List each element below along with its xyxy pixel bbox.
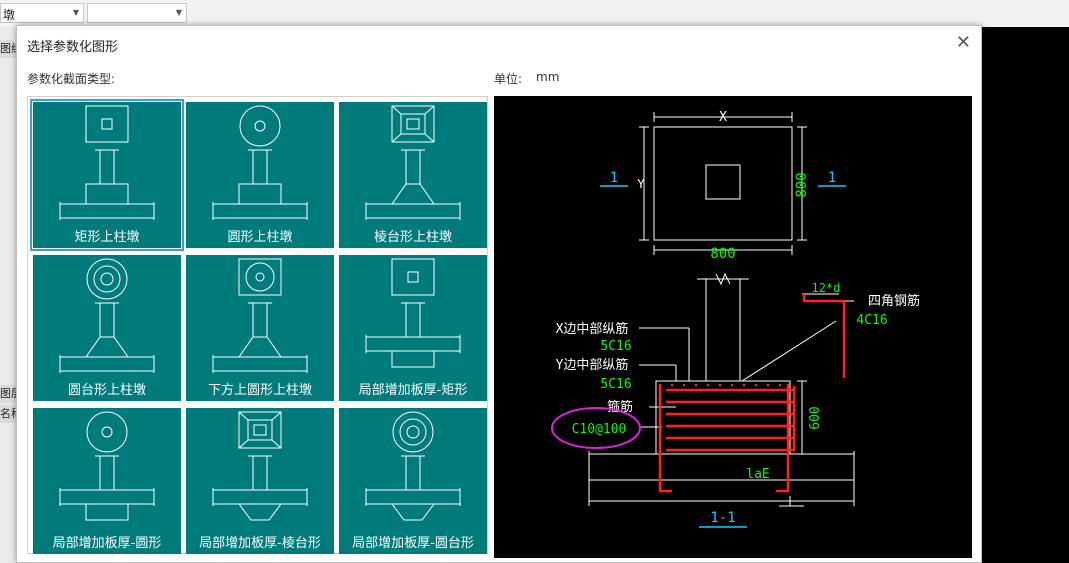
dim-x-text: X bbox=[719, 110, 727, 125]
shape-card-6[interactable]: 局部增加板厚-矩形 bbox=[339, 255, 487, 401]
drawing-canvas[interactable] bbox=[982, 27, 1069, 563]
y-rebar-value: 5C16 bbox=[600, 377, 631, 392]
floor-combo-value: 墩 bbox=[3, 8, 16, 22]
shape-thumbnail bbox=[59, 411, 155, 521]
shape-card-8[interactable]: 局部增加板厚-棱台形 bbox=[186, 408, 334, 554]
section-type-label: 参数化截面类型: bbox=[27, 72, 116, 86]
shape-thumbnail bbox=[212, 411, 308, 521]
shape-card-1[interactable]: 矩形上柱墩 bbox=[30, 99, 184, 251]
preview-svg: X 800 Y 800 1 1 bbox=[551, 110, 920, 528]
floor-combo[interactable]: 墩 ▼ bbox=[0, 3, 84, 23]
section-view bbox=[588, 272, 855, 507]
shape-card-2[interactable]: 圆形上柱墩 bbox=[186, 102, 334, 248]
shape-thumbnail bbox=[365, 258, 461, 368]
preview-drawing: X 800 Y 800 1 1 bbox=[494, 96, 972, 558]
shape-card-label: 棱台形上柱墩 bbox=[373, 230, 452, 245]
rebar-right bbox=[776, 384, 790, 493]
close-icon[interactable]: ✕ bbox=[955, 32, 971, 53]
param-shape-dialog: 选择参数化图形 ✕ 参数化截面类型: 单位: mm 矩形上柱墩 圆形上柱墩 棱台形上… bbox=[16, 25, 982, 563]
toolbar-right bbox=[982, 0, 1069, 27]
lap-value: 12*d bbox=[812, 281, 841, 295]
y-rebar-label: Y边中部纵筋 bbox=[556, 357, 629, 373]
shape-thumbnail bbox=[59, 105, 155, 220]
corner-rebar bbox=[802, 294, 846, 378]
shape-card-label: 局部增加板厚-圆台形 bbox=[352, 536, 474, 551]
section-mark-right: 1 bbox=[828, 170, 836, 186]
dim-y-text: Y bbox=[637, 177, 645, 191]
shape-card-3[interactable]: 棱台形上柱墩 bbox=[339, 102, 487, 248]
shape-thumbnail bbox=[212, 258, 308, 373]
shape-card-4[interactable]: 圆台形上柱墩 bbox=[33, 255, 181, 401]
unit-label: 单位: bbox=[494, 72, 523, 86]
left-panel bbox=[0, 27, 16, 563]
corner-rebar-value: 4C16 bbox=[856, 313, 887, 328]
lae-label: laE bbox=[746, 467, 769, 482]
shape-card-label: 矩形上柱墩 bbox=[74, 230, 140, 245]
shape-card-label: 圆形上柱墩 bbox=[227, 230, 293, 245]
shape-thumbnail bbox=[212, 105, 308, 220]
stirrup-value: C10@100 bbox=[572, 422, 627, 437]
stirrup-highlight bbox=[551, 407, 641, 449]
shape-thumbnail bbox=[59, 258, 155, 373]
shape-card-label: 局部增加板厚-棱台形 bbox=[199, 536, 321, 551]
rebar-left bbox=[658, 384, 672, 493]
x-rebar-value: 5C16 bbox=[600, 339, 631, 354]
plan-view bbox=[639, 112, 807, 255]
x-rebar-label: X边中部纵筋 bbox=[556, 321, 629, 337]
shape-card-label: 局部增加板厚-矩形 bbox=[358, 383, 468, 398]
corner-rebar-label: 四角钢筋 bbox=[868, 293, 920, 309]
plan-outline bbox=[653, 126, 793, 241]
section-title: 1-1 bbox=[710, 510, 735, 526]
shape-card-5[interactable]: 下方上圆形上柱墩 bbox=[186, 255, 334, 401]
unit-value: mm bbox=[536, 70, 560, 84]
shape-card-7[interactable]: 局部增加板厚-圆形 bbox=[33, 408, 181, 554]
plan-column bbox=[705, 164, 741, 200]
height-dim-text: 600 bbox=[808, 406, 823, 429]
shape-card-label: 下方上圆形上柱墩 bbox=[207, 383, 312, 398]
dim-depth-text: 800 bbox=[794, 172, 810, 197]
pier-outline bbox=[655, 380, 791, 455]
sidebar-fragment-name[interactable]: 名称 bbox=[0, 405, 16, 423]
dialog-title: 选择参数化图形 bbox=[27, 40, 119, 55]
dim-width-text: 800 bbox=[710, 246, 735, 262]
section-mark-left: 1 bbox=[610, 170, 618, 186]
shape-thumbnail bbox=[365, 411, 461, 521]
stirrup-label: 箍筋 bbox=[607, 399, 633, 415]
shape-card-9[interactable]: 局部增加板厚-圆台形 bbox=[339, 408, 487, 554]
sidebar-fragment-drawing[interactable]: 图纸 bbox=[0, 40, 16, 58]
sidebar-fragment-layer[interactable]: 图层 bbox=[0, 385, 16, 403]
component-combo[interactable]: ▼ bbox=[87, 3, 187, 23]
shape-card-label: 圆台形上柱墩 bbox=[67, 383, 146, 398]
chevron-down-icon: ▼ bbox=[72, 8, 79, 17]
chevron-down-icon: ▼ bbox=[175, 8, 182, 17]
rebar-group bbox=[658, 294, 846, 493]
shape-thumbnail bbox=[365, 105, 461, 220]
shape-grid: 矩形上柱墩圆形上柱墩棱台形上柱墩圆台形上柱墩下方上圆形上柱墩局部增加板厚-矩形局… bbox=[27, 96, 488, 554]
shape-card-label: 局部增加板厚-圆形 bbox=[52, 536, 162, 551]
top-rebar-dots bbox=[670, 383, 782, 387]
